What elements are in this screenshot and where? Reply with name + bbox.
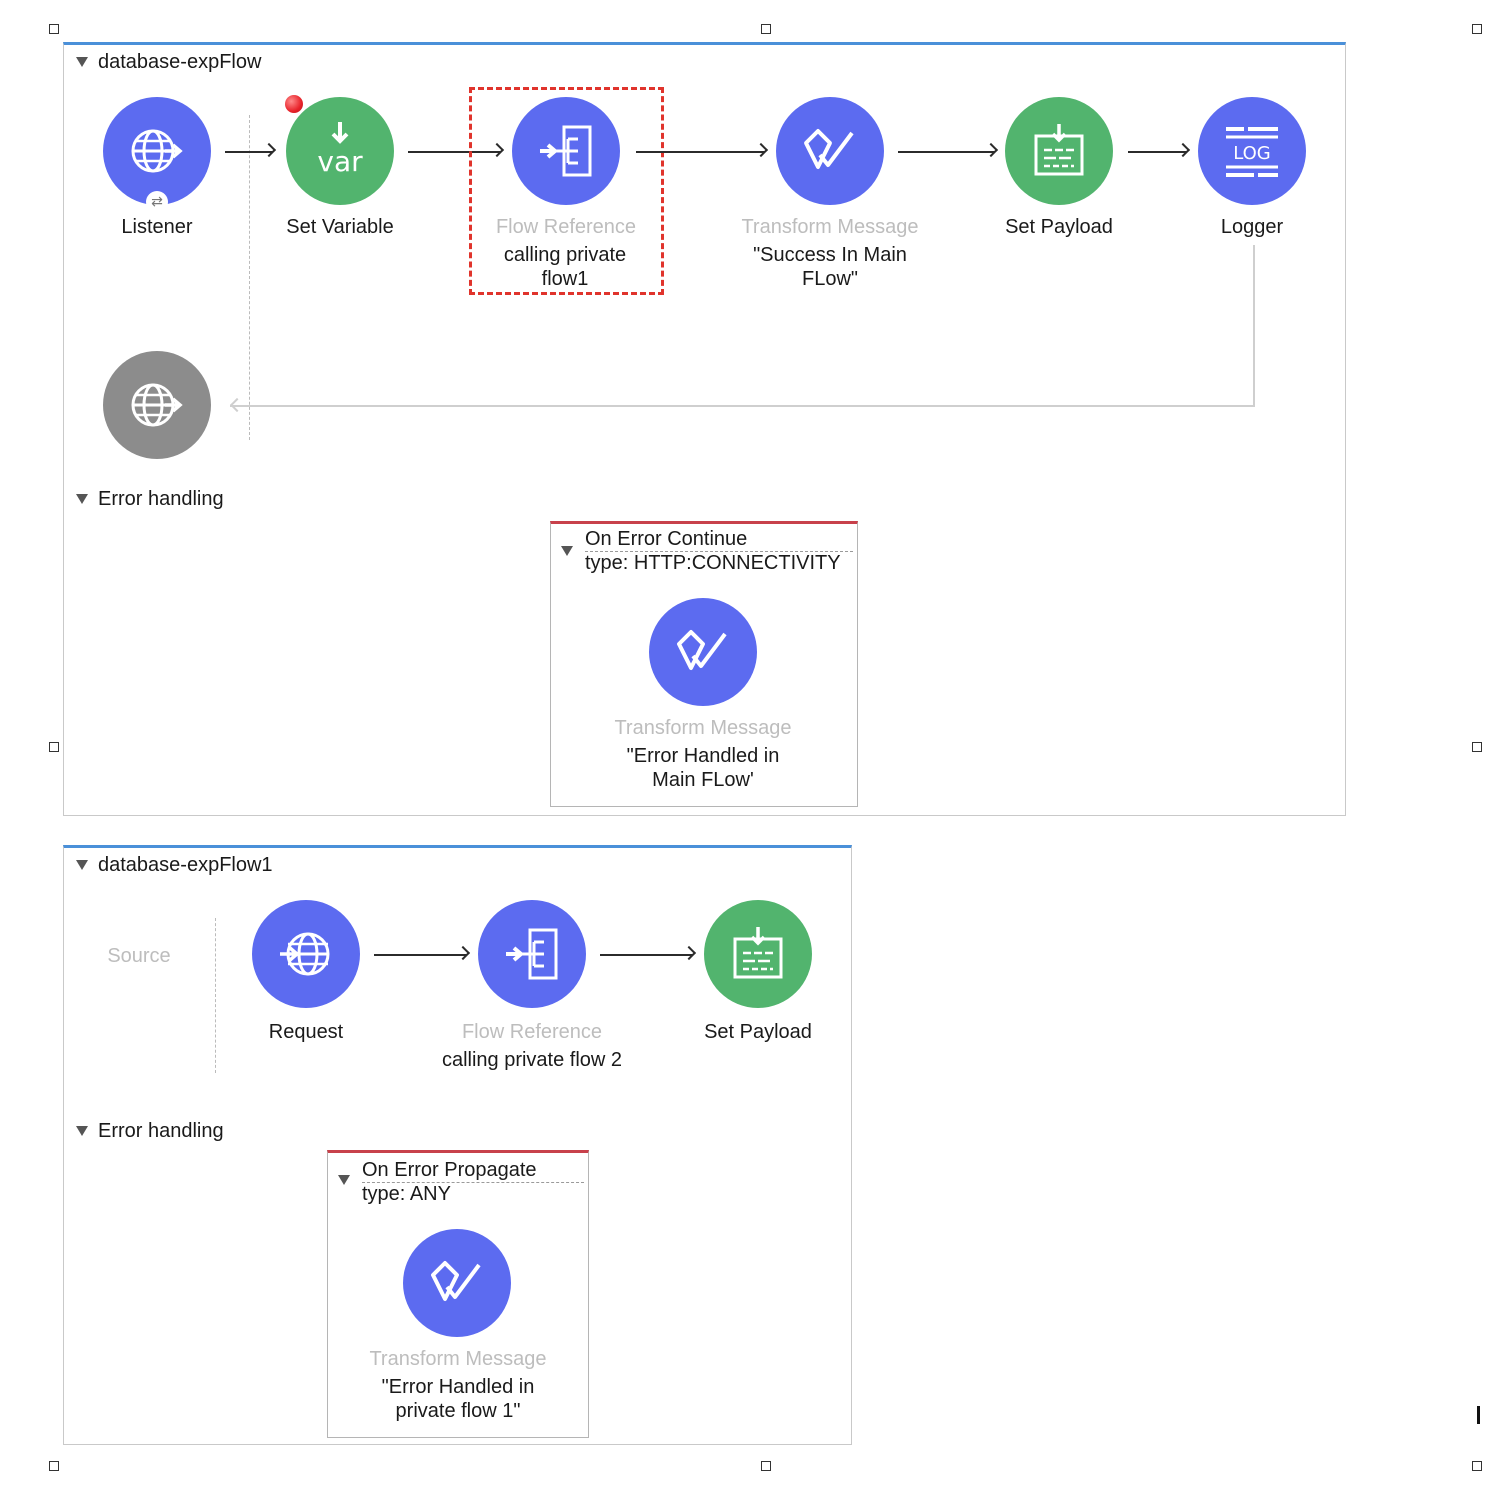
response-return-line [1253,245,1255,407]
connector-arrow [636,151,765,153]
svg-text:LOG: LOG [1233,143,1271,164]
set-payload-node[interactable] [704,900,812,1008]
set-payload-label: Set Payload [1005,216,1113,238]
collapse-caret-icon[interactable] [561,546,573,556]
flow-reference-icon [540,125,592,177]
transform-icon [677,630,727,670]
collapse-caret-icon[interactable] [76,1126,88,1136]
connector-arrow [1128,151,1187,153]
logger-node[interactable]: LOG [1198,97,1306,205]
resize-handle-top-left[interactable] [49,24,59,34]
error-handler-type: type: ANY [362,1183,451,1205]
http-request-node[interactable] [252,900,360,1008]
set-payload-icon [733,927,783,979]
handler-separator [362,1182,584,1183]
transform-message-sublabel: "Error Handled in private flow 1" [381,1376,535,1422]
transform-message-sublabel: "Error Handled in Main FLow' [626,745,780,791]
flow-reference-sublabel: calling private flow1 [503,244,627,290]
collapse-caret-icon[interactable] [76,494,88,504]
resize-handle-top-right[interactable] [1472,24,1482,34]
set-payload-node[interactable] [1005,97,1113,205]
error-handling-title[interactable]: Error handling [98,488,224,510]
flow-reference-node[interactable] [512,97,620,205]
reconnect-badge-icon: ⇄ [146,191,168,213]
source-placeholder[interactable]: Source [107,945,171,967]
error-handling-title[interactable]: Error handling [98,1120,224,1142]
svg-text:var: var [317,145,363,178]
error-handler-name: On Error Continue [585,528,748,550]
flow-title[interactable]: database-expFlow1 [98,854,273,876]
set-variable-node[interactable]: var [286,97,394,205]
resize-handle-bottom-center[interactable] [761,1461,771,1471]
transform-message-node[interactable] [776,97,884,205]
collapse-caret-icon[interactable] [76,860,88,870]
listener-response-node[interactable] [103,351,211,459]
listener-node[interactable] [103,97,211,205]
on-error-propagate-scope[interactable]: On Error Propagate type: ANY Transform M… [327,1150,589,1438]
flow-container-main[interactable]: database-expFlow ⇄ Listener var Set Vari… [63,42,1346,816]
listener-label: Listener [121,216,193,238]
connector-arrow [374,954,467,956]
transform-message-label: Transform Message [614,717,792,739]
source-divider [249,115,250,440]
resize-handle-top-center[interactable] [761,24,771,34]
http-request-icon [280,932,330,976]
transform-message-sublabel: "Success In Main FLow" [753,244,907,290]
var-icon: var [317,122,363,178]
flow-reference-sublabel: calling private flow 2 [441,1049,623,1071]
connector-arrow [600,954,693,956]
logger-label: Logger [1220,216,1284,238]
text-cursor [1477,1406,1480,1424]
flow-reference-label: Flow Reference [495,216,637,238]
resize-handle-middle-right[interactable] [1472,742,1482,752]
flow-title[interactable]: database-expFlow [98,51,262,73]
transform-message-label: Transform Message [369,1348,547,1370]
handler-separator [585,551,853,552]
resize-handle-bottom-right[interactable] [1472,1461,1482,1471]
response-return-line [230,405,1255,407]
flow-reference-node[interactable] [478,900,586,1008]
collapse-caret-icon[interactable] [76,57,88,67]
connector-arrow [225,151,273,153]
set-payload-icon [1034,124,1084,176]
error-handler-type: type: HTTP:CONNECTIVITY [585,552,841,574]
request-label: Request [268,1021,344,1043]
http-listener-icon [131,129,183,173]
source-divider [215,918,216,1073]
set-payload-label: Set Payload [704,1021,812,1043]
logger-icon: LOG [1226,127,1278,177]
flow-reference-icon [506,928,558,980]
transform-icon [431,1261,481,1301]
set-variable-label: Set Variable [286,216,394,238]
breakpoint-indicator[interactable] [285,95,303,113]
transform-message-node[interactable] [403,1229,511,1337]
resize-handle-bottom-left[interactable] [49,1461,59,1471]
connector-arrow [898,151,995,153]
selected-component-outline[interactable] [469,87,664,295]
transform-message-label: Transform Message [741,216,919,238]
transform-message-node[interactable] [649,598,757,706]
resize-handle-middle-left[interactable] [49,742,59,752]
connector-arrow [408,151,501,153]
flow-reference-label: Flow Reference [461,1021,603,1043]
collapse-caret-icon[interactable] [338,1175,350,1185]
transform-icon [804,129,854,169]
return-arrow-head-icon [229,397,245,413]
flow-container-private[interactable]: database-expFlow1 Source Request Flow Re… [63,845,852,1445]
on-error-continue-scope[interactable]: On Error Continue type: HTTP:CONNECTIVIT… [550,521,858,807]
http-listener-icon [131,383,183,427]
error-handler-name: On Error Propagate [362,1159,537,1181]
